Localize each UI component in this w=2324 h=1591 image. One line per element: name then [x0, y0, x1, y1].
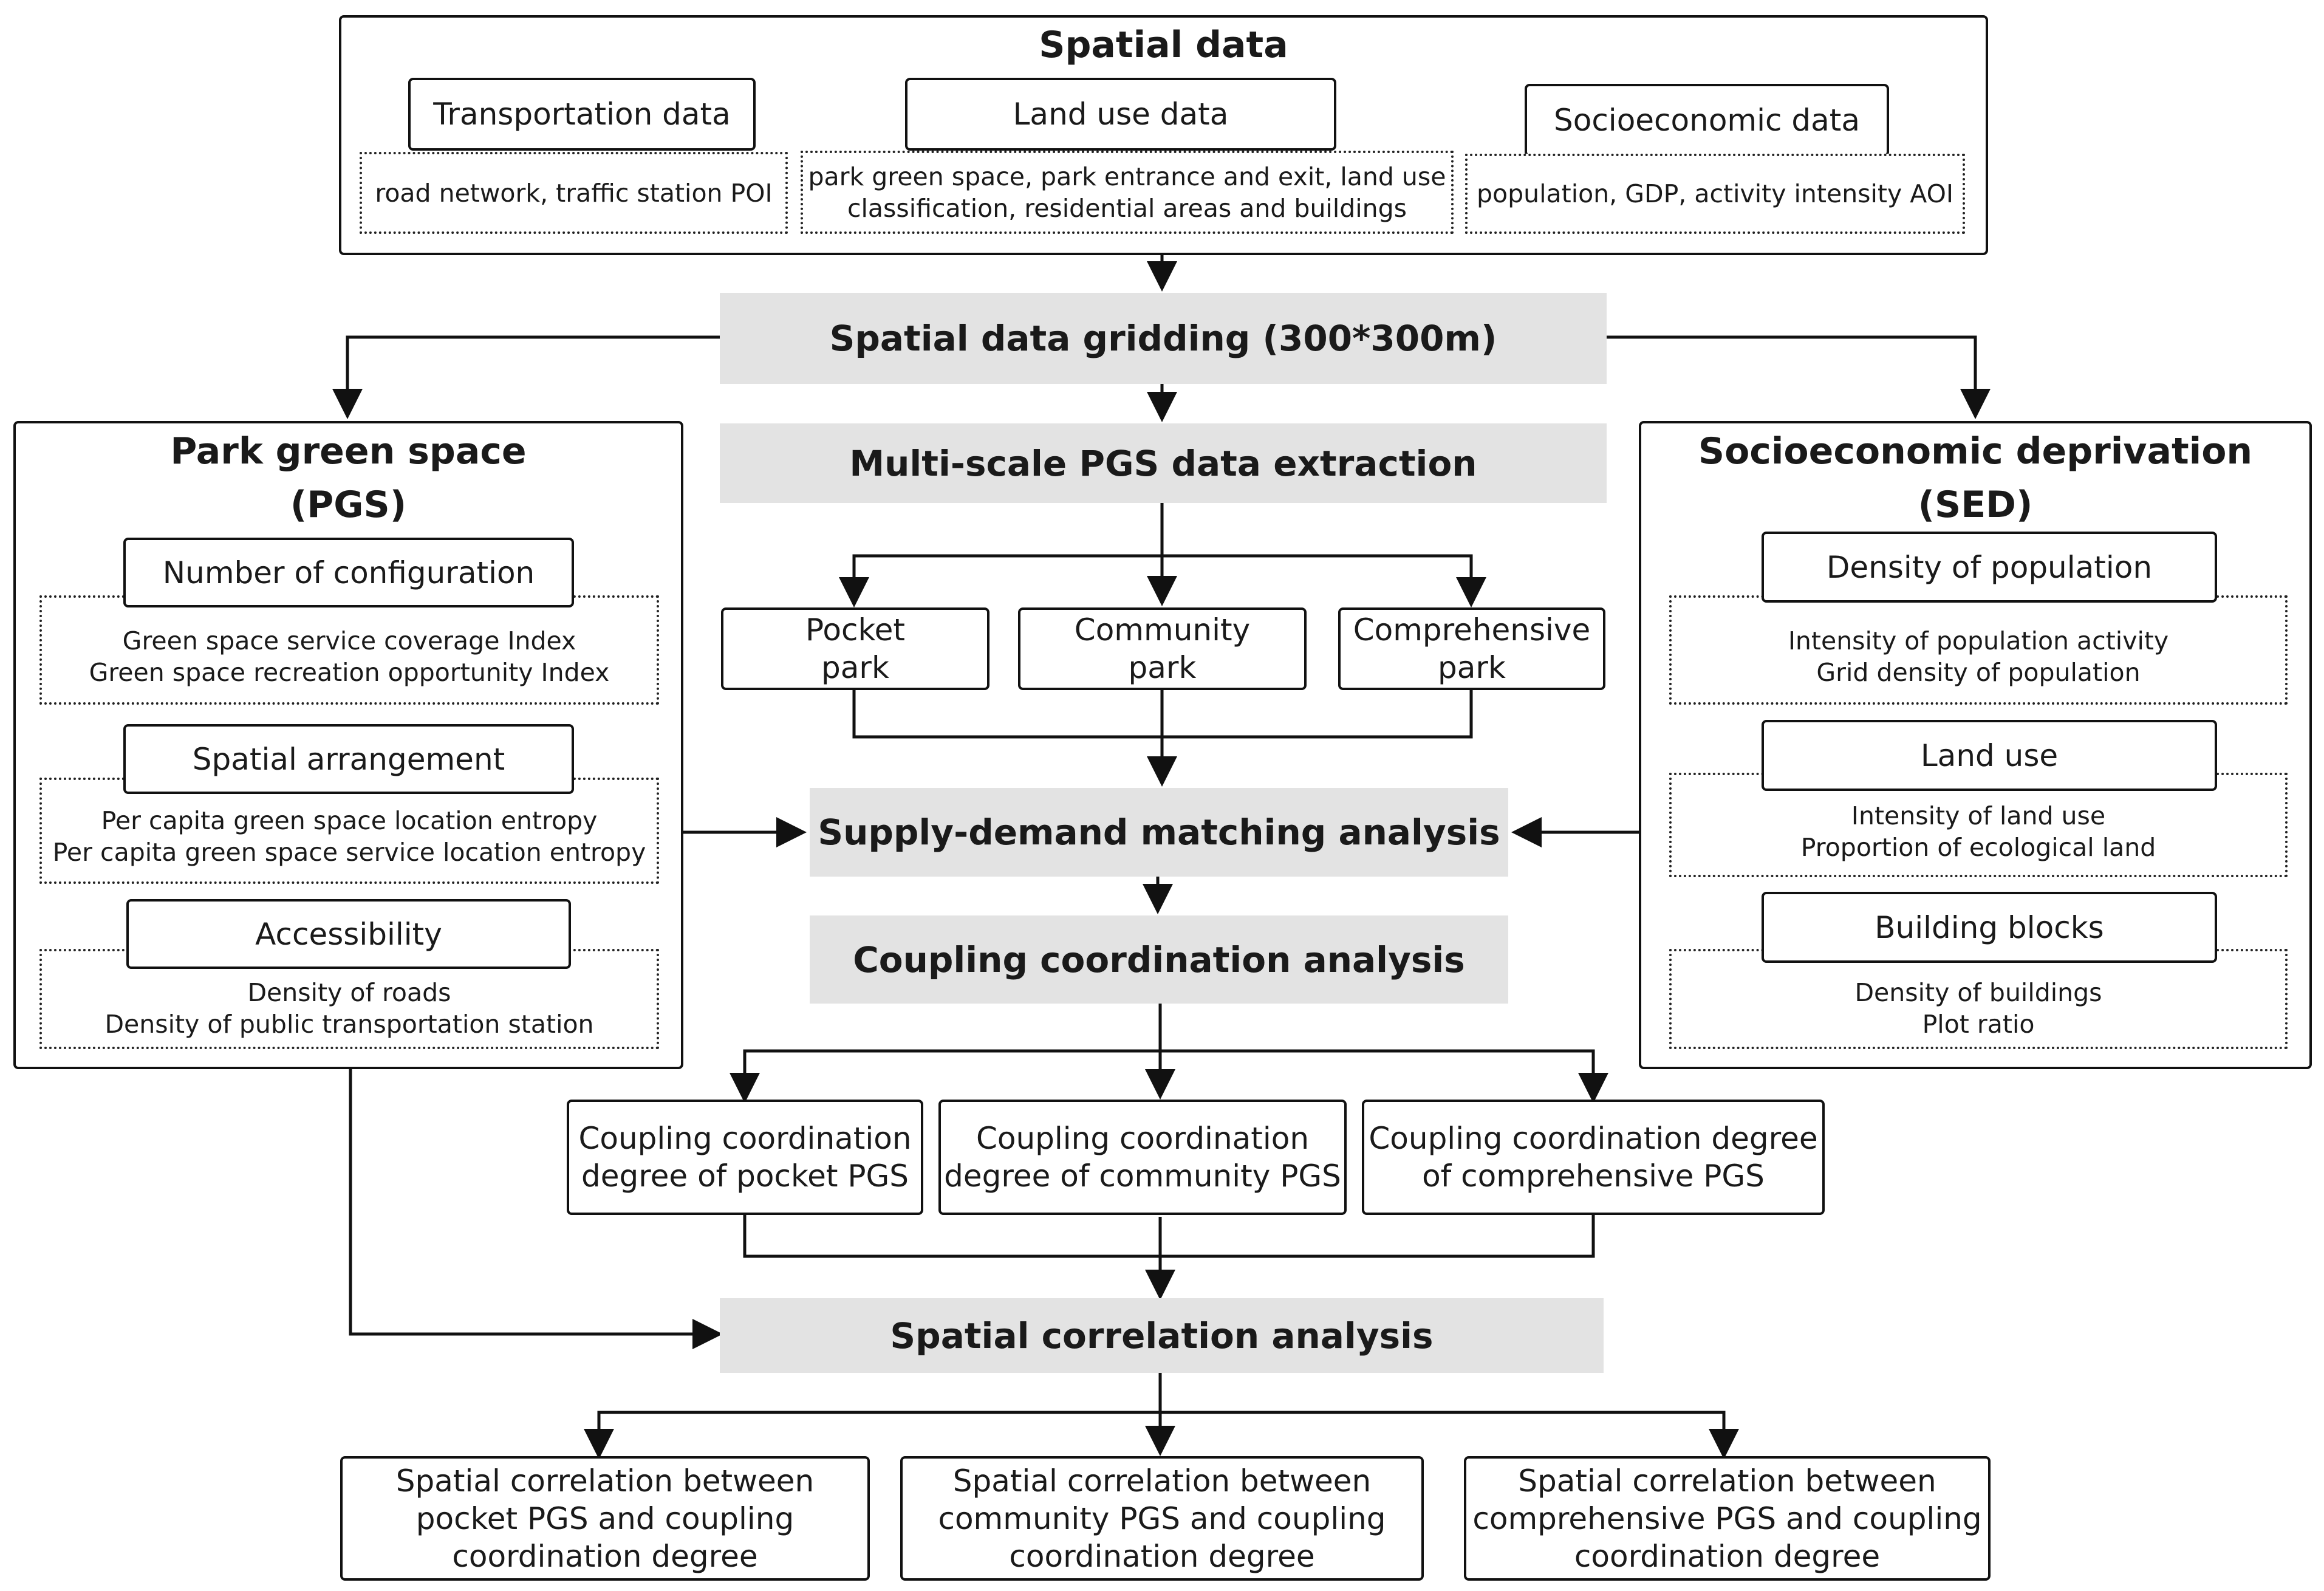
comprehensive-park-line: Comprehensive — [1353, 612, 1591, 648]
sed-population-box: Density of population — [1762, 532, 2217, 603]
sed-buildings-detail: Density of buildings Plot ratio — [1669, 949, 2288, 1049]
result-line: Spatial correlation between — [395, 1463, 815, 1499]
sed-title: Socioeconomic deprivation (SED) — [1641, 423, 2309, 533]
sed-detail-line: Intensity of land use — [1851, 801, 2106, 830]
result-line: Spatial correlation between — [1518, 1463, 1936, 1499]
ccd-line: of comprehensive PGS — [1422, 1158, 1765, 1194]
land-use-detail-line: park green space, park entrance and exit… — [808, 162, 1446, 191]
pgs-detail-line: Green space service coverage Index — [122, 626, 576, 655]
ccd-pocket-box: Coupling coordination degree of pocket P… — [567, 1100, 923, 1215]
ccd-line: Coupling coordination — [976, 1121, 1310, 1156]
pocket-park-box: Pocket park — [721, 607, 989, 690]
sed-detail-line: Plot ratio — [1922, 1009, 2035, 1039]
result-line: coordination degree — [1574, 1538, 1881, 1574]
ccd-line: degree of community PGS — [944, 1158, 1341, 1194]
socioeconomic-data-detail: population, GDP, activity intensity AOI — [1465, 154, 1965, 234]
supply-demand-matching: Supply-demand matching analysis — [810, 788, 1508, 877]
pgs-title-line: Park green space — [170, 430, 527, 473]
result-line: coordination degree — [452, 1538, 758, 1574]
community-park-line: park — [1128, 650, 1197, 685]
spatial-correlation-analysis: Spatial correlation analysis — [720, 1298, 1604, 1373]
sed-buildings-box: Building blocks — [1762, 892, 2217, 963]
sed-population-detail: Intensity of population activity Grid de… — [1669, 595, 2288, 705]
comprehensive-park-line: park — [1438, 650, 1506, 685]
result-line: Spatial correlation between — [952, 1463, 1372, 1499]
transportation-data-box: Transportation data — [408, 78, 756, 151]
sed-detail-line: Proportion of ecological land — [1800, 833, 2156, 862]
pocket-park-line: park — [821, 650, 889, 685]
result-pocket-box: Spatial correlation between pocket PGS a… — [340, 1456, 870, 1581]
sed-land-use-box: Land use — [1762, 720, 2217, 791]
comprehensive-park-box: Comprehensive park — [1338, 607, 1605, 690]
pgs-detail-line: Green space recreation opportunity Index — [89, 658, 610, 687]
pgs-title-line: (PGS) — [290, 484, 407, 526]
pgs-title: Park green space (PGS) — [16, 423, 681, 533]
pocket-park-line: Pocket — [805, 612, 905, 648]
pgs-detail-line: Per capita green space service location … — [52, 837, 646, 867]
spatial-data-title: Spatial data — [1039, 24, 1288, 66]
socioeconomic-data-box: Socioeconomic data — [1525, 84, 1889, 157]
pgs-detail-line: Per capita green space location entropy — [101, 806, 598, 835]
pgs-configuration-detail: Green space service coverage Index Green… — [39, 595, 659, 705]
sed-detail-line: Density of buildings — [1854, 977, 2102, 1007]
coupling-coordination-analysis: Coupling coordination analysis — [810, 915, 1508, 1004]
sed-detail-line: Grid density of population — [1816, 658, 2141, 687]
pgs-detail-line: Density of public transportation station — [104, 1009, 594, 1039]
land-use-detail-line: classification, residential areas and bu… — [847, 193, 1407, 223]
land-use-data-detail: park green space, park entrance and exit… — [801, 151, 1454, 234]
result-line: comprehensive PGS and coupling — [1472, 1500, 1982, 1536]
ccd-comprehensive-box: Coupling coordination degree of comprehe… — [1362, 1100, 1825, 1215]
spatial-data-gridding: Spatial data gridding (300*300m) — [720, 293, 1607, 384]
ccd-community-box: Coupling coordination degree of communit… — [938, 1100, 1347, 1215]
result-line: pocket PGS and coupling — [415, 1500, 795, 1536]
result-comprehensive-box: Spatial correlation between comprehensiv… — [1464, 1456, 1991, 1581]
transportation-data-detail: road network, traffic station POI — [360, 152, 788, 234]
community-park-line: Community — [1074, 612, 1251, 648]
sed-title-line: Socioeconomic deprivation — [1698, 430, 2253, 473]
result-community-box: Spatial correlation between community PG… — [900, 1456, 1424, 1581]
ccd-line: Coupling coordination — [578, 1121, 912, 1156]
result-line: community PGS and coupling — [938, 1500, 1386, 1536]
land-use-data-box: Land use data — [905, 78, 1336, 151]
pgs-arrangement-box: Spatial arrangement — [123, 724, 574, 794]
pgs-detail-line: Density of roads — [247, 977, 451, 1007]
sed-detail-line: Intensity of population activity — [1788, 626, 2169, 655]
ccd-line: Coupling coordination degree — [1369, 1121, 1818, 1156]
community-park-box: Community park — [1018, 607, 1307, 690]
pgs-accessibility-box: Accessibility — [126, 899, 571, 969]
multi-scale-pgs-extraction: Multi-scale PGS data extraction — [720, 423, 1607, 503]
result-line: coordination degree — [1009, 1538, 1315, 1574]
sed-title-line: (SED) — [1918, 484, 2033, 526]
pgs-configuration-box: Number of configuration — [123, 538, 574, 607]
ccd-line: degree of pocket PGS — [581, 1158, 909, 1194]
